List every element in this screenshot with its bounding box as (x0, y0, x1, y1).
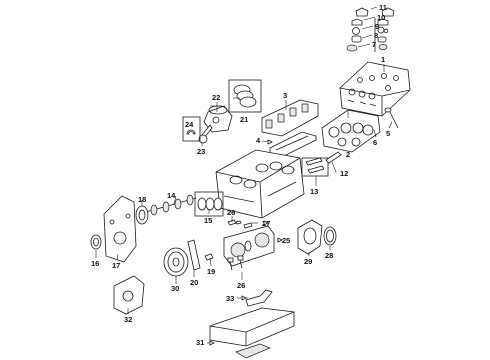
part-1-cylinder-head (339, 61, 411, 117)
part-13-injectors (301, 157, 329, 177)
part-19-crank-bolt (204, 253, 214, 261)
part-30-pulley (163, 247, 189, 277)
callout-13: 13 (310, 187, 318, 196)
callout-30: 30 (171, 284, 179, 293)
part-9-retainers (352, 26, 389, 35)
part-23-connecting-rod (198, 124, 213, 144)
arrow-marks (209, 139, 283, 346)
part-25-crankshaft (223, 225, 275, 267)
callout-1: 1 (381, 55, 385, 64)
callout-11: 11 (379, 3, 387, 12)
callout-5: 5 (386, 129, 390, 138)
part-27-bolt (243, 222, 253, 229)
callout-numbers: 11 10 9 8 7 1 2 3 4 5 6 12 13 14 15 16 1… (91, 3, 390, 347)
callout-4: 4 (256, 136, 261, 145)
part-32-oil-pump (113, 275, 145, 315)
callout-23: 23 (197, 147, 205, 156)
callout-28: 28 (325, 251, 333, 260)
callout-17: 17 (112, 261, 120, 270)
callout-14: 14 (167, 191, 176, 200)
valve-train-parts (346, 7, 395, 52)
callout-16: 16 (91, 259, 99, 268)
callout-21: 21 (240, 115, 248, 124)
part-2-head-gasket (321, 109, 381, 153)
part-26-lower-bolts (227, 255, 244, 271)
part-8-springs (351, 35, 387, 43)
callout-2: 2 (346, 150, 350, 159)
callout-10: 10 (377, 13, 385, 22)
callout-33: 33 (226, 294, 234, 303)
part-16-seal (90, 234, 102, 250)
callout-32: 32 (124, 315, 132, 324)
part-31-oil-pan (209, 307, 295, 359)
part-33-oil-pickup (245, 289, 273, 307)
callout-12: 12 (340, 169, 348, 178)
part-18-timing-gear (135, 205, 149, 225)
callout-29: 29 (304, 257, 312, 266)
part-3-intake-manifold (261, 99, 319, 137)
part-24-bearings (182, 116, 201, 142)
callout-25: 25 (282, 236, 290, 245)
part-5-valve (384, 107, 399, 129)
callout-18: 18 (138, 195, 146, 204)
part-28-seal-ring (323, 226, 337, 246)
part-12-sensor (325, 151, 342, 164)
callout-8: 8 (374, 31, 378, 40)
part-26-upper-bolt (227, 219, 242, 226)
callout-20: 20 (190, 278, 198, 287)
part-20-timing-belt (187, 239, 201, 271)
callout-26-upper: 26 (227, 208, 235, 217)
part-15-cam-bearings (194, 191, 224, 217)
callout-26-lower: 26 (237, 281, 245, 290)
callout-7: 7 (372, 40, 376, 49)
part-14-camshaft (145, 194, 197, 216)
callout-24: 24 (185, 120, 194, 129)
part-10-pivot (351, 18, 389, 26)
callout-6: 6 (373, 138, 377, 147)
part-7-seals (346, 44, 388, 52)
part-17-timing-cover (103, 195, 137, 263)
part-29-rear-seal (297, 219, 323, 255)
part-4-manifold-gasket (269, 131, 317, 157)
leader-lines (95, 6, 393, 344)
part-21-piston-rings (228, 79, 262, 113)
callout-9: 9 (375, 22, 379, 31)
callout-3: 3 (283, 91, 287, 100)
engine-block (215, 149, 305, 219)
part-11-rocker-arms (355, 7, 395, 17)
callout-19: 19 (207, 267, 215, 276)
callout-31: 31 (196, 338, 204, 347)
callout-22: 22 (212, 93, 220, 102)
callout-15: 15 (204, 216, 212, 225)
